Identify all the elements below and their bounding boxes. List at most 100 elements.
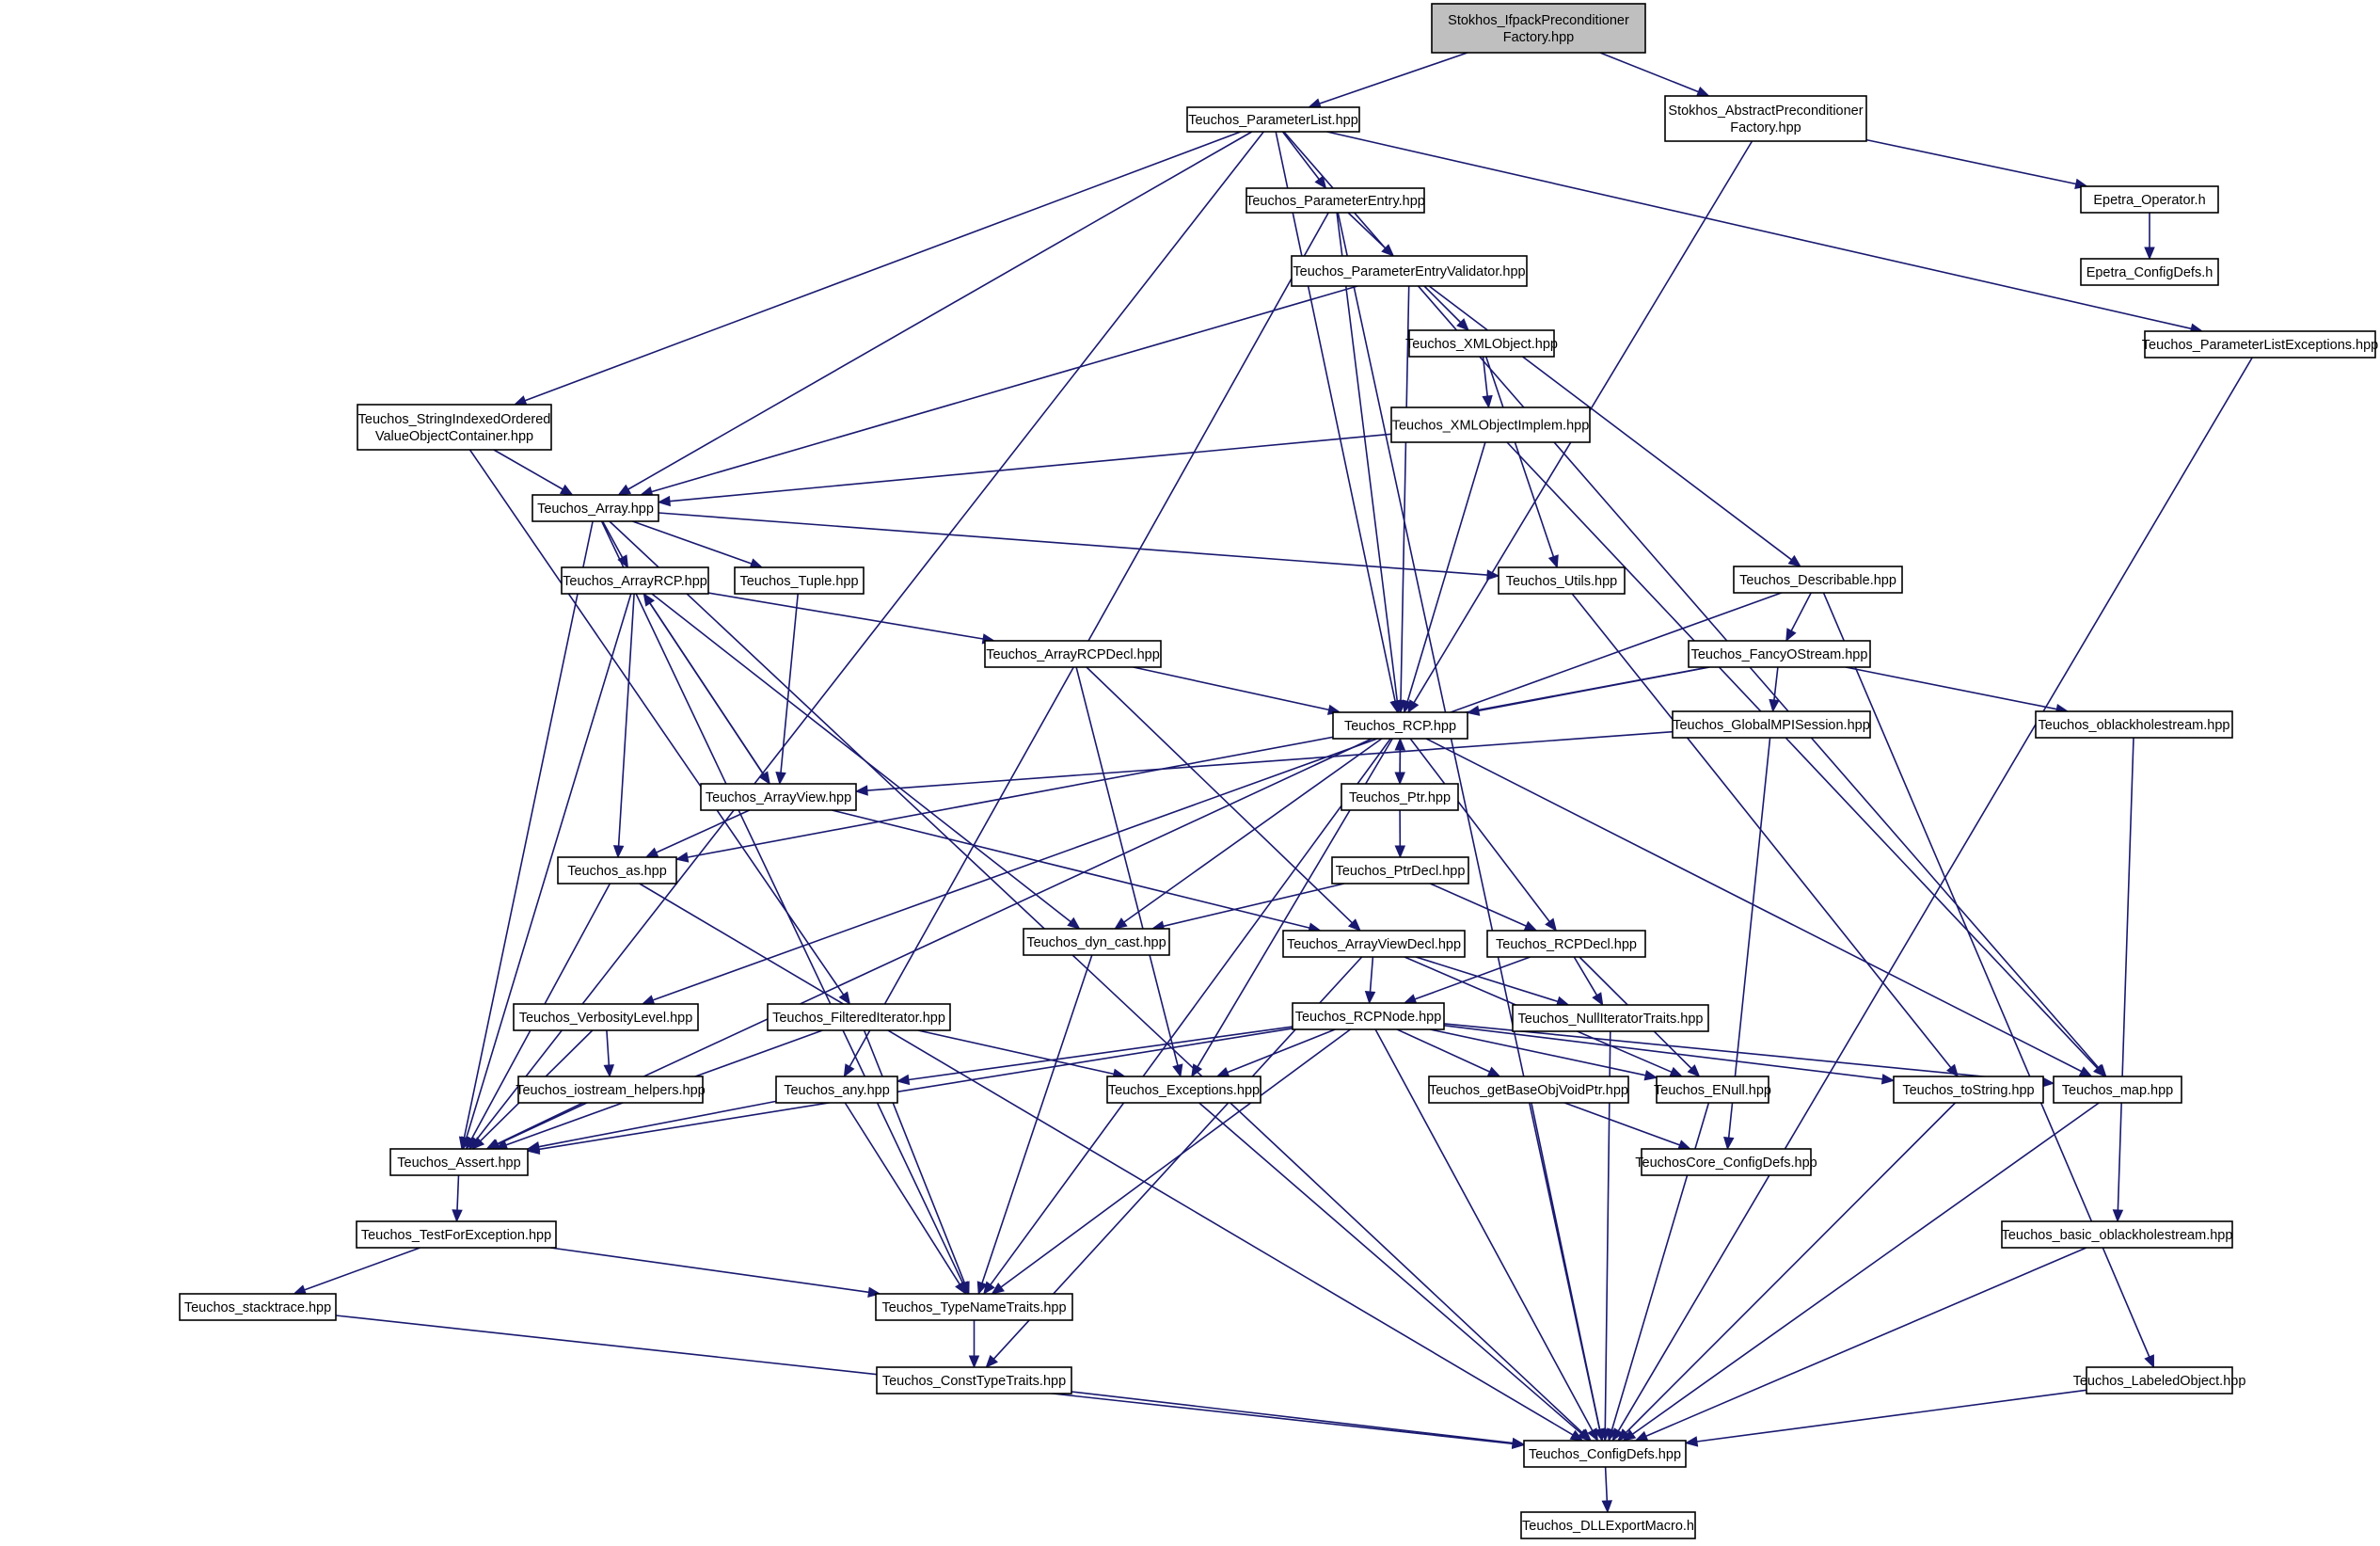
- node-label: Teuchos_FilteredIterator.hpp: [772, 1011, 945, 1026]
- node-basicob[interactable]: Teuchos_basic_oblackholestream.hpp: [2001, 1220, 2233, 1249]
- node-box: [1498, 566, 1626, 595]
- node-arrayview[interactable]: Teuchos_ArrayView.hpp: [700, 783, 857, 811]
- node-ptrdecl[interactable]: Teuchos_PtrDecl.hpp: [1331, 856, 1469, 885]
- node-as[interactable]: Teuchos_as.hpp: [557, 856, 677, 885]
- node-box: [557, 856, 677, 885]
- edge-line: [1400, 285, 1410, 702]
- edge-line: [1163, 883, 1345, 928]
- node-label: Teuchos_RCP.hpp: [1344, 719, 1456, 734]
- edge-pl-to-array: [617, 131, 1253, 496]
- arrowhead-icon: [1677, 1140, 1692, 1151]
- edge-line: [1696, 1389, 2087, 1442]
- node-box: [1106, 1076, 1261, 1104]
- node-stokhos_abs[interactable]: Stokhos_AbstractPreconditionerFactory.hp…: [1664, 95, 1867, 142]
- node-corecfg[interactable]: TeuchosCore_ConfigDefs.hpp: [1635, 1148, 1817, 1176]
- arrowhead-icon: [843, 1063, 855, 1078]
- edge-arrayrcp-to-as: [612, 593, 635, 859]
- node-label: Teuchos_ParameterList.hpp: [1188, 113, 1358, 128]
- node-ple[interactable]: Teuchos_ParameterListExceptions.hpp: [2142, 330, 2378, 359]
- node-label: Teuchos_Tuple.hpp: [739, 574, 858, 589]
- node-ptr[interactable]: Teuchos_Ptr.hpp: [1341, 783, 1459, 811]
- node-describable[interactable]: Teuchos_Describable.hpp: [1733, 566, 1903, 594]
- node-globalmpi[interactable]: Teuchos_GlobalMPISession.hpp: [1672, 710, 1871, 739]
- arrowhead-icon: [985, 1354, 998, 1368]
- edge-line: [639, 883, 1574, 1436]
- node-label: Teuchos_PtrDecl.hpp: [1336, 864, 1466, 879]
- edge-exceptions-to-configdefs: [1198, 1102, 1591, 1442]
- edge-line: [601, 520, 624, 558]
- arrowhead-icon: [1634, 1430, 1649, 1442]
- node-pl[interactable]: Teuchos_ParameterList.hpp: [1186, 106, 1360, 133]
- node-fancy[interactable]: Teuchos_FancyOStream.hpp: [1688, 640, 1871, 668]
- node-tuple[interactable]: Teuchos_Tuple.hpp: [734, 566, 865, 595]
- node-configdefs[interactable]: Teuchos_ConfigDefs.hpp: [1523, 1440, 1687, 1468]
- edge-ptr-to-rcp: [1394, 737, 1406, 785]
- node-xmlobj[interactable]: Teuchos_XMLObject.hpp: [1405, 329, 1558, 358]
- node-exceptions[interactable]: Teuchos_Exceptions.hpp: [1106, 1076, 1261, 1104]
- node-epetra_cfg[interactable]: Epetra_ConfigDefs.h: [2080, 258, 2219, 286]
- node-consttype[interactable]: Teuchos_ConstTypeTraits.hpp: [876, 1366, 1072, 1395]
- edge-line: [649, 602, 770, 785]
- edge-xmlimpl-to-array: [657, 433, 1392, 507]
- node-arrayrcpdecl[interactable]: Teuchos_ArrayRCPDecl.hpp: [984, 640, 1162, 668]
- node-label: Teuchos_RCPDecl.hpp: [1496, 937, 1637, 952]
- node-nullit[interactable]: Teuchos_NullIteratorTraits.hpp: [1512, 1004, 1709, 1032]
- node-utils[interactable]: Teuchos_Utils.hpp: [1498, 566, 1626, 595]
- node-enull[interactable]: Teuchos_ENull.hpp: [1654, 1076, 1771, 1104]
- edge-arrayrcp-to-arrayrcpdecl: [707, 592, 996, 645]
- node-box: [1282, 930, 1466, 958]
- node-sioc[interactable]: Teuchos_StringIndexedOrderedValueObjectC…: [357, 404, 552, 451]
- node-box: [2086, 1366, 2233, 1395]
- node-verbosity[interactable]: Teuchos_VerbosityLevel.hpp: [513, 1003, 699, 1031]
- arrowhead-icon: [896, 1074, 911, 1086]
- edge-iohelp-to-assert: [485, 1102, 584, 1150]
- node-typename[interactable]: Teuchos_TypeNameTraits.hpp: [875, 1293, 1073, 1321]
- node-getbase[interactable]: Teuchos_getBaseObjVoidPtr.hpp: [1428, 1076, 1629, 1104]
- node-rcp[interactable]: Teuchos_RCP.hpp: [1332, 711, 1468, 740]
- node-testfor[interactable]: Teuchos_TestForException.hpp: [356, 1220, 557, 1249]
- node-dyncast[interactable]: Teuchos_dyn_cast.hpp: [1023, 928, 1170, 956]
- node-labeled[interactable]: Teuchos_LabeledObject.hpp: [2073, 1366, 2246, 1395]
- edge-stokhos_ifpack-to-pl: [1308, 52, 1468, 109]
- edge-globalmpi-to-arrayview: [854, 730, 1674, 796]
- edge-array-to-utils: [658, 512, 1500, 581]
- node-avdecl[interactable]: Teuchos_ArrayViewDecl.hpp: [1282, 930, 1466, 958]
- node-label: Teuchos_DLLExportMacro.h: [1522, 1519, 1694, 1534]
- node-assert[interactable]: Teuchos_Assert.hpp: [389, 1148, 529, 1176]
- arrowhead-icon: [976, 1281, 988, 1296]
- node-any[interactable]: Teuchos_any.hpp: [775, 1076, 898, 1104]
- node-box: [875, 1293, 1073, 1321]
- arrowhead-icon: [2112, 1209, 2124, 1223]
- node-stacktrace[interactable]: Teuchos_stacktrace.hpp: [179, 1293, 337, 1321]
- node-array[interactable]: Teuchos_Array.hpp: [532, 494, 659, 522]
- node-rcpnode[interactable]: Teuchos_RCPNode.hpp: [1292, 1002, 1445, 1030]
- node-label: Teuchos_ParameterEntryValidator.hpp: [1293, 264, 1525, 279]
- edge-testfor-to-typename: [549, 1247, 881, 1298]
- edge-sioc-to-filtered: [468, 449, 851, 1006]
- arrowhead-icon: [2144, 1354, 2155, 1369]
- edge-line: [866, 730, 1674, 791]
- node-box: [2144, 330, 2376, 359]
- node-epetra_op[interactable]: Epetra_Operator.h: [2080, 185, 2219, 214]
- node-map[interactable]: Teuchos_map.hpp: [2053, 1076, 2182, 1104]
- node-xmlimpl[interactable]: Teuchos_XMLObjectImplem.hpp: [1390, 406, 1591, 443]
- arrowhead-icon: [485, 1139, 500, 1150]
- node-label: Teuchos_Array.hpp: [537, 502, 654, 517]
- node-dllexport[interactable]: Teuchos_DLLExportMacro.h: [1520, 1511, 1696, 1539]
- node-arrayrcp[interactable]: Teuchos_ArrayRCP.hpp: [561, 566, 709, 595]
- node-pev[interactable]: Teuchos_ParameterEntryValidator.hpp: [1291, 255, 1528, 287]
- node-tostring[interactable]: Teuchos_toString.hpp: [1893, 1076, 2044, 1104]
- node-filtered[interactable]: Teuchos_FilteredIterator.hpp: [767, 1003, 951, 1031]
- edge-line: [651, 285, 1358, 493]
- node-box: [1428, 1076, 1629, 1104]
- node-iohelp[interactable]: Teuchos_iostream_helpers.hpp: [516, 1076, 706, 1104]
- node-box: [2053, 1076, 2182, 1104]
- node-label: Teuchos_Assert.hpp: [397, 1156, 520, 1171]
- node-label: Epetra_ConfigDefs.h: [2086, 265, 2213, 280]
- node-pe[interactable]: Teuchos_ParameterEntry.hpp: [1246, 187, 1425, 214]
- edge-xmlimpl-to-map: [1506, 441, 2106, 1077]
- node-oblack[interactable]: Teuchos_oblackholestream.hpp: [2035, 710, 2233, 739]
- edge-line: [908, 1026, 1293, 1081]
- node-rcpdecl[interactable]: Teuchos_RCPDecl.hpp: [1486, 930, 1646, 958]
